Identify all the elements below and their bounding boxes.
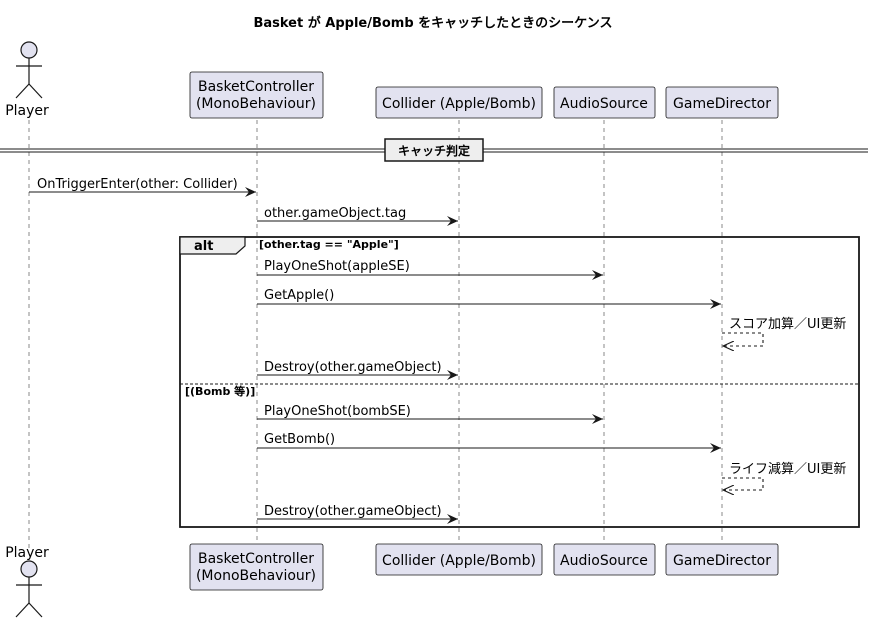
participant-audio-top: AudioSource: [553, 86, 656, 119]
actor-player-top: Player: [5, 41, 49, 119]
participant-director-bottom: GameDirector: [665, 543, 779, 576]
divider-label: キャッチ判定: [398, 143, 470, 158]
message-label: スコア加算／UI更新: [729, 316, 846, 332]
participant-director-label: GameDirector: [673, 96, 771, 112]
message-label: Destroy(other.gameObject): [264, 504, 442, 519]
divider-catch: キャッチ判定: [0, 138, 868, 162]
diagram-title: Basket が Apple/Bomb をキャッチしたときのシーケンス: [253, 15, 612, 31]
participant-collider-label: Collider (Apple/Bomb): [382, 553, 536, 569]
participant-basket-bottom: BasketController (MonoBehaviour): [189, 543, 324, 591]
message-label: GetApple(): [264, 288, 334, 303]
message-label: OnTriggerEnter(other: Collider): [37, 177, 238, 192]
message-label: other.gameObject.tag: [264, 206, 406, 221]
message-label: PlayOneShot(bombSE): [264, 404, 411, 419]
alt-fragment: alt [other.tag == "Apple"] [(Bomb 等)]: [179, 236, 860, 528]
message-life-update: ライフ減算／UI更新: [722, 461, 846, 490]
alt-keyword: alt: [194, 239, 213, 254]
participant-collider-label: Collider (Apple/Bomb): [382, 96, 536, 112]
actor-player-label: Player: [5, 545, 49, 561]
actor-player-label: Player: [5, 103, 49, 119]
message-on-trigger-enter: OnTriggerEnter(other: Collider): [29, 177, 256, 197]
actor-head-icon: [20, 41, 38, 59]
actor-head-icon: [20, 560, 38, 578]
participant-collider-top: Collider (Apple/Bomb): [375, 86, 543, 119]
message-destroy-apple: Destroy(other.gameObject): [257, 360, 458, 380]
participant-audio-bottom: AudioSource: [553, 543, 656, 576]
actor-player-bottom: Player: [5, 545, 49, 618]
participant-basket-type: (MonoBehaviour): [196, 96, 316, 112]
participant-audio-label: AudioSource: [560, 96, 648, 112]
message-score-update: スコア加算／UI更新: [722, 316, 846, 346]
message-label: GetBomb(): [264, 432, 335, 447]
message-get-tag: other.gameObject.tag: [257, 206, 458, 226]
participant-basket-name: BasketController: [198, 551, 314, 567]
participant-director-top: GameDirector: [665, 86, 779, 119]
message-label: Destroy(other.gameObject): [264, 360, 442, 375]
alt-guard-bomb: [(Bomb 等)]: [185, 384, 255, 398]
message-label: ライフ減算／UI更新: [729, 461, 846, 477]
alt-guard-apple: [other.tag == "Apple"]: [259, 238, 399, 251]
participant-director-label: GameDirector: [673, 553, 771, 569]
message-get-bomb: GetBomb(): [257, 432, 721, 453]
message-play-bomb-se: PlayOneShot(bombSE): [257, 404, 603, 424]
participant-basket-type: (MonoBehaviour): [196, 568, 316, 584]
message-label: PlayOneShot(appleSE): [264, 259, 410, 274]
message-get-apple: GetApple(): [257, 288, 721, 309]
message-play-apple-se: PlayOneShot(appleSE): [257, 259, 603, 280]
participant-audio-label: AudioSource: [560, 553, 648, 569]
message-destroy-bomb: Destroy(other.gameObject): [257, 504, 458, 524]
participant-collider-bottom: Collider (Apple/Bomb): [375, 543, 543, 576]
participant-basket-name: BasketController: [198, 79, 314, 95]
participant-basket-top: BasketController (MonoBehaviour): [189, 71, 324, 119]
